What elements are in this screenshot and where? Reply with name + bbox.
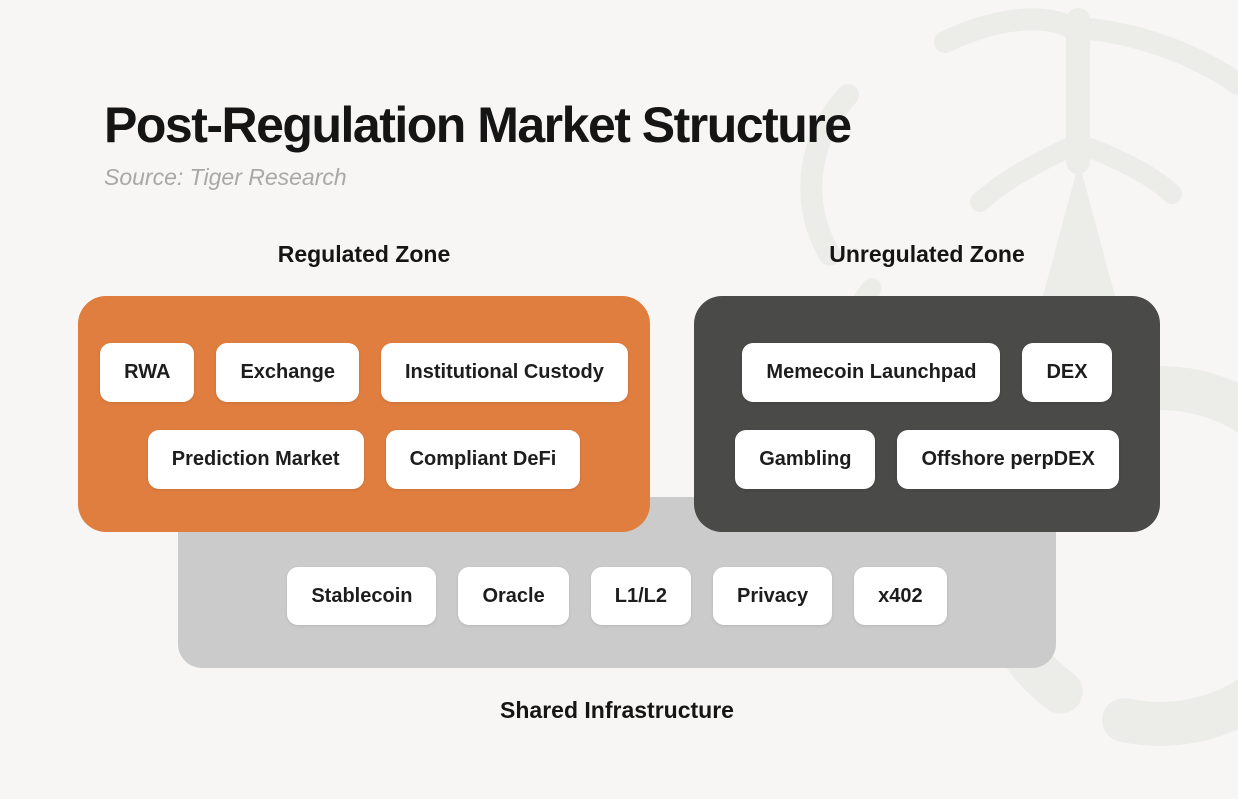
chip-dex: DEX [1022,343,1112,402]
unregulated-zone-label: Unregulated Zone [829,241,1025,267]
chip-x402: x402 [854,567,947,625]
unregulated-chip-row-1: Memecoin Launchpad DEX [694,343,1160,402]
chip-prediction-market: Prediction Market [147,430,364,489]
chip-stablecoin: Stablecoin [287,567,437,625]
regulated-zone-label: Regulated Zone [277,241,451,267]
unregulated-chip-row-2: Gambling Offshore perpDEX [694,430,1160,489]
chip-rwa: RWA [100,343,195,402]
page-title: Post-Regulation Market Structure [104,97,852,153]
shared-infrastructure-label: Shared Infrastructure [500,697,734,723]
chip-oracle: Oracle [458,567,569,625]
chip-offshore-perpdex: Offshore perpDEX [897,430,1119,489]
chip-privacy: Privacy [712,567,833,625]
chip-memecoin-launchpad: Memecoin Launchpad [742,343,1001,402]
source-caption: Source: Tiger Research [104,164,347,190]
chip-gambling: Gambling [735,430,876,489]
regulated-chip-row-1: RWA Exchange Institutional Custody [78,343,650,402]
regulated-zone-box: RWA Exchange Institutional Custody Predi… [78,296,650,532]
shared-chip-row: Stablecoin Oracle L1/L2 Privacy x402 [178,567,1056,625]
chip-l1-l2: L1/L2 [590,567,691,625]
chip-compliant-defi: Compliant DeFi [385,430,581,489]
unregulated-zone-box: Memecoin Launchpad DEX Gambling Offshore… [694,296,1160,532]
regulated-chip-row-2: Prediction Market Compliant DeFi [78,430,650,489]
chip-institutional-custody: Institutional Custody [380,343,628,402]
chip-exchange: Exchange [216,343,359,402]
